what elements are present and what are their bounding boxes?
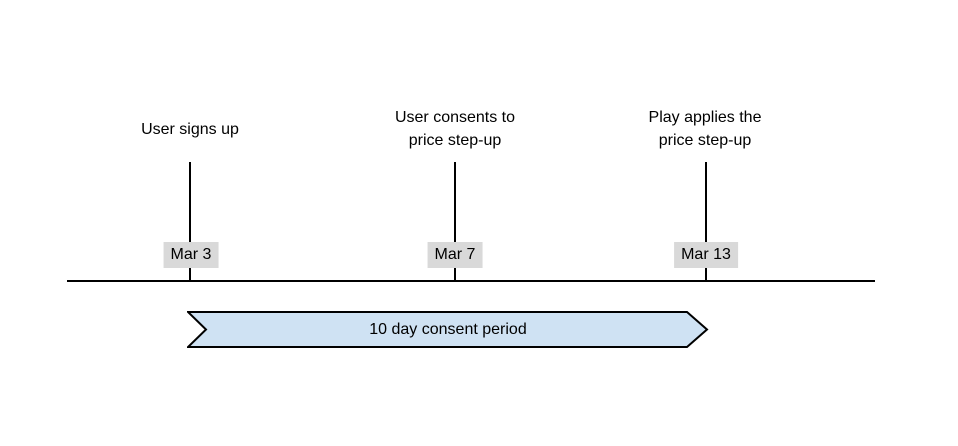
date-badge-mar-7: Mar 7: [427, 242, 483, 268]
date-badge-mar-3: Mar 3: [163, 242, 219, 268]
event-label-line: price step-up: [658, 132, 752, 149]
event-label-user-consents: User consents to price step-up: [345, 105, 565, 153]
event-tick-line-mar-7: [454, 162, 456, 282]
event-tick-line-mar-13: [705, 162, 707, 282]
consent-period-banner: [187, 311, 709, 348]
event-label-line: User consents to: [394, 109, 516, 126]
event-label-line: price step-up: [408, 132, 502, 149]
event-label-play-applies: Play applies the price step-up: [595, 105, 815, 153]
event-tick-line-mar-3: [189, 162, 191, 282]
timeline-axis: [67, 280, 875, 282]
consent-period-label: 10 day consent period: [369, 320, 527, 338]
event-label-line: Play applies the: [648, 109, 762, 126]
chevron-ribbon-shape: [187, 311, 709, 348]
event-label-user-signs-up: User signs up: [80, 105, 300, 153]
date-badge-mar-13: Mar 13: [674, 242, 738, 268]
event-label-line: User signs up: [141, 120, 239, 138]
